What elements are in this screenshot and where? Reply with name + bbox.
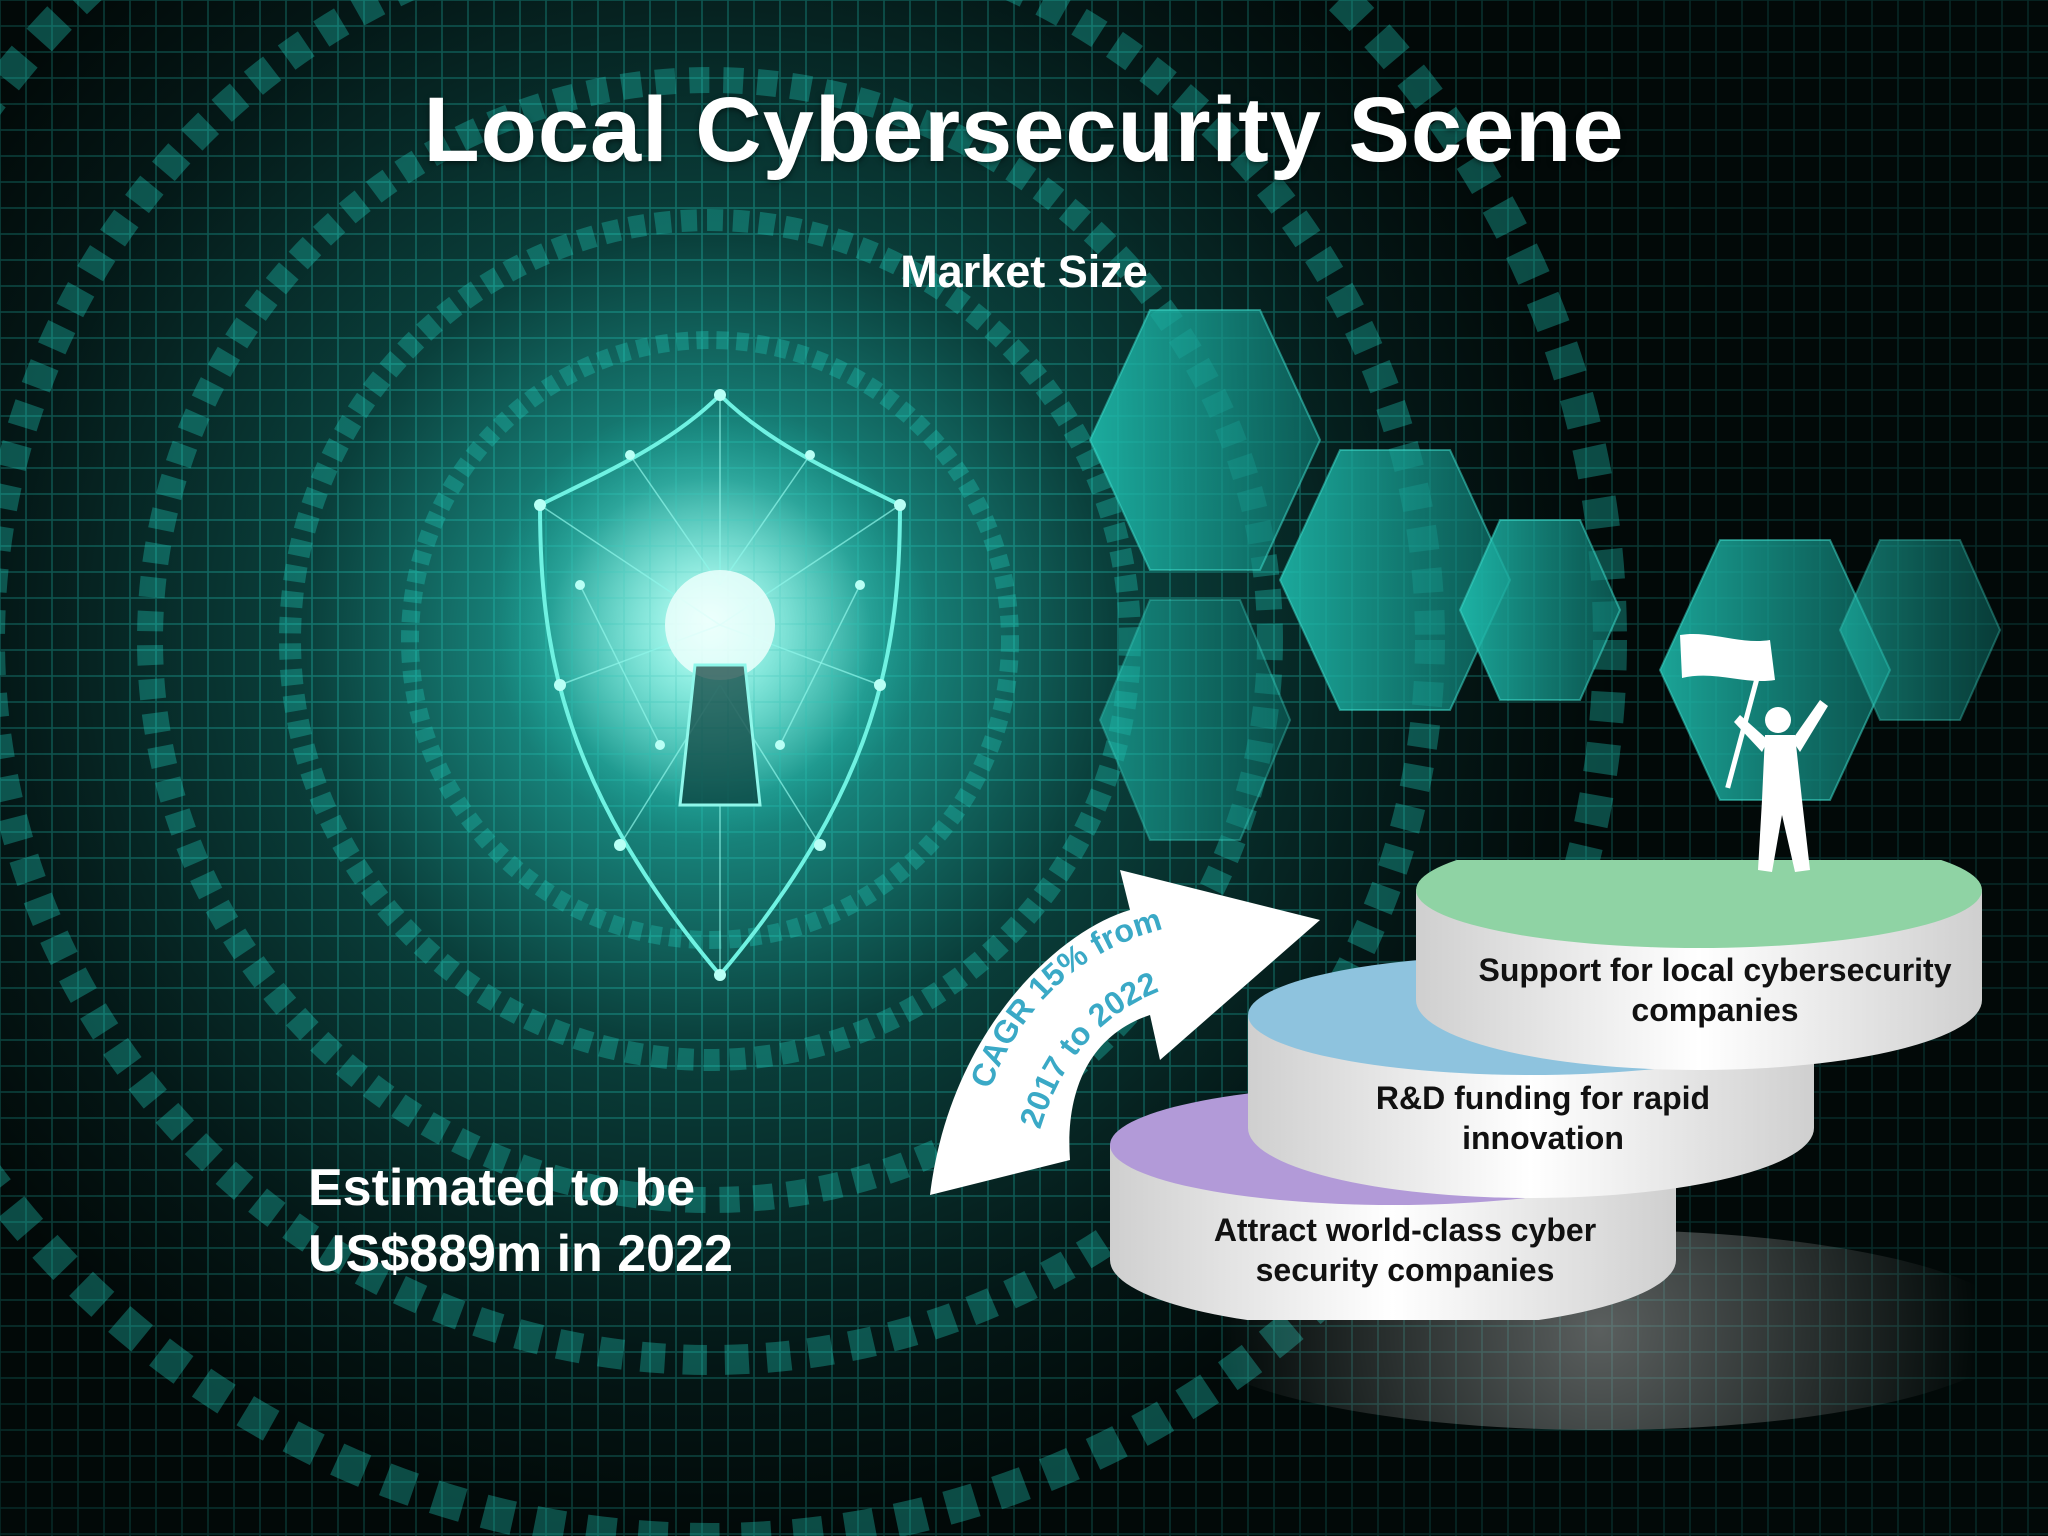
shield-lock-icon (534, 389, 906, 981)
estimate-line-2: US$889m in 2022 (308, 1225, 733, 1283)
podium-steps (1110, 860, 1982, 1320)
arrow-shape (930, 870, 1320, 1195)
step-3-top (1416, 860, 1982, 948)
step-3-label: Support for local cybersecurity companie… (1478, 952, 1952, 1028)
market-estimate: Estimated to be US$889m in 2022 (308, 1155, 733, 1287)
step-support (1416, 860, 1982, 1070)
step-2-label: R&D funding for rapid innovation (1375, 1080, 1711, 1156)
subtitle: Market Size (900, 246, 1148, 297)
page-title: Local Cybersecurity Scene (423, 79, 1625, 181)
step-1-label: Attract world-class cyber security compa… (1213, 1212, 1597, 1288)
estimate-line-1: Estimated to be (308, 1159, 696, 1217)
hexagon-pattern (1088, 309, 2002, 841)
flag-person-icon (1680, 633, 1828, 872)
growth-arrow: CAGR 15% from 2017 to 2022 (930, 870, 1320, 1195)
